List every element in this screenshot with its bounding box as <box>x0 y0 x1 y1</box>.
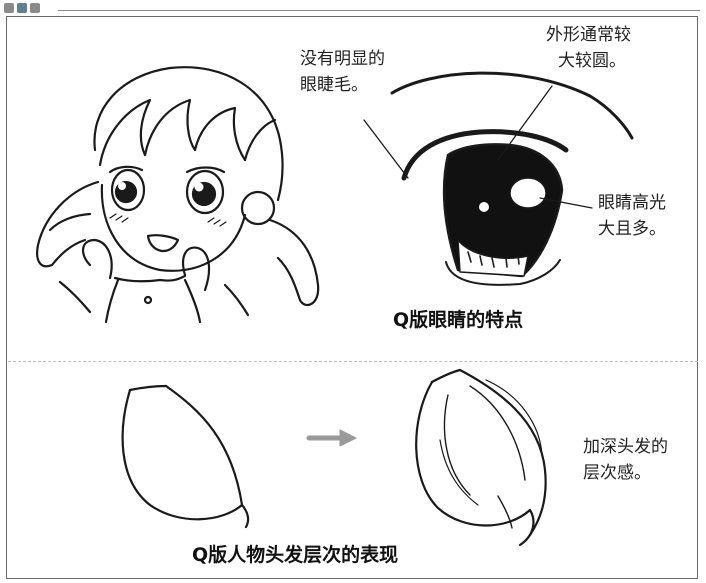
annotation-line: 眼睛高光 <box>598 193 666 213</box>
hair-simple-drawing <box>121 384 250 529</box>
hair-layered-drawing <box>415 368 547 547</box>
chibi-girl-drawing <box>36 66 320 324</box>
annotation-no-eyelashes: 没有明显的 眼睫毛。 <box>300 46 385 98</box>
header-icons <box>4 3 40 13</box>
annotation-line: 大且多。 <box>598 219 666 239</box>
annotation-line: 眼睫毛。 <box>300 75 368 95</box>
annotation-line: 外形通常较 <box>546 25 631 45</box>
header-rule <box>58 10 700 11</box>
annotation-line: 层次感。 <box>583 463 651 483</box>
annotation-line: 加深头发的 <box>583 437 668 457</box>
header-square-icon <box>30 3 40 13</box>
large-eye-drawing <box>363 71 634 286</box>
annotation-line: 大较圆。 <box>558 51 626 71</box>
annotation-eye-highlight: 眼睛高光 大且多。 <box>598 190 666 242</box>
annotation-line: 没有明显的 <box>300 49 385 69</box>
illustration-frame <box>6 16 698 579</box>
header-square-icon <box>4 3 14 13</box>
annotation-eye-shape: 外形通常较 大较圆。 <box>546 22 631 74</box>
transform-arrow <box>306 429 357 447</box>
annotation-hair-layering: 加深头发的 层次感。 <box>583 434 668 486</box>
section-divider <box>8 361 698 362</box>
eye-section-caption: Q版眼睛的特点 <box>393 309 524 331</box>
hair-section-caption: Q版人物头发层次的表现 <box>192 544 399 566</box>
header-square-icon <box>17 3 27 13</box>
